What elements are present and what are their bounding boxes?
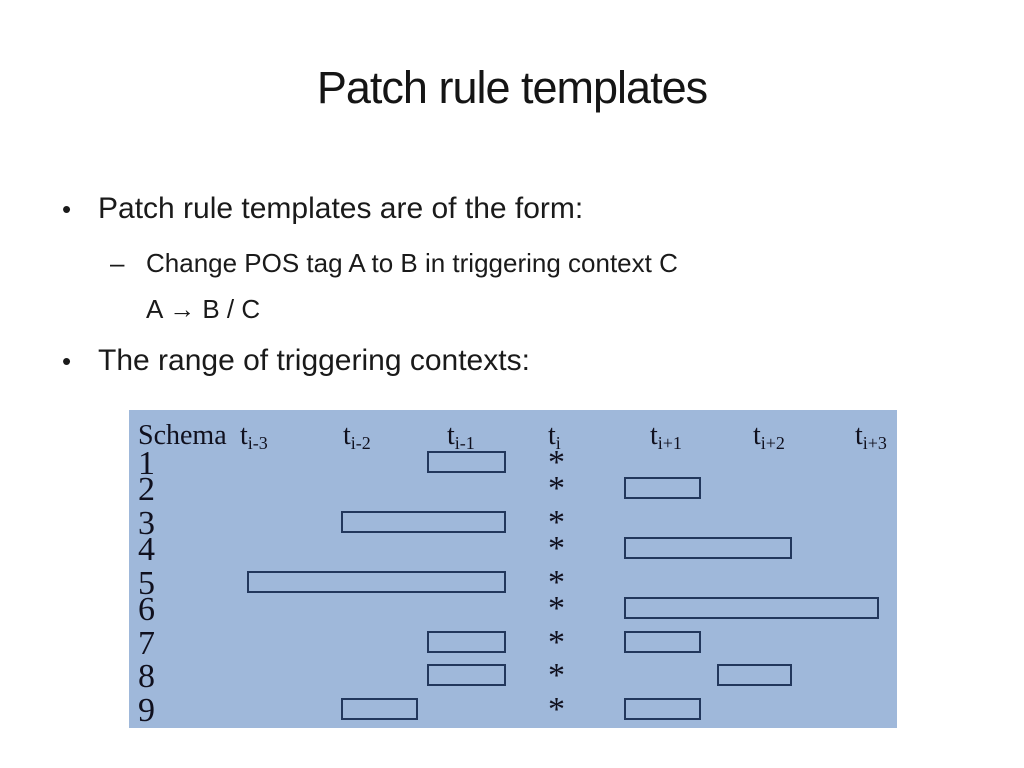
time-column-header: ti+3	[855, 420, 887, 454]
context-box	[717, 664, 792, 686]
schema-row-number: 2	[138, 471, 155, 508]
column-header-base: t	[753, 420, 761, 451]
context-box	[341, 511, 506, 533]
time-column-header: ti	[548, 420, 561, 454]
target-asterisk: *	[548, 564, 565, 601]
column-header-base: t	[548, 420, 556, 451]
bullet-text: Patch rule templates are of the form:	[98, 192, 584, 225]
target-asterisk: *	[548, 691, 565, 728]
column-header-subscript: i+2	[760, 433, 785, 454]
bullet-dash: –	[110, 248, 125, 278]
schema-row-number: 8	[138, 658, 155, 695]
schema-row-number: 7	[138, 625, 155, 662]
target-asterisk: *	[548, 504, 565, 541]
column-header-subscript: i-2	[350, 433, 371, 454]
context-box	[624, 477, 701, 499]
column-header-subscript: i	[555, 433, 561, 454]
time-column-header: ti+1	[650, 420, 682, 454]
column-header-base: t	[343, 420, 351, 451]
schema-row-number: 1	[138, 445, 155, 482]
column-header-subscript: i+1	[657, 433, 682, 454]
page-title: Patch rule templates	[316, 62, 708, 113]
target-asterisk: *	[548, 470, 565, 507]
column-header-subscript: i-1	[454, 433, 475, 454]
context-box	[624, 631, 701, 653]
column-header-base: t	[240, 420, 248, 451]
context-box	[427, 631, 506, 653]
formula-text: A → B / C	[146, 294, 261, 324]
column-header-base: Schema	[138, 420, 227, 451]
target-asterisk: *	[548, 657, 565, 694]
column-header-subscript: i+3	[862, 433, 887, 454]
column-header-base: t	[855, 420, 863, 451]
column-header-base: t	[447, 420, 455, 451]
time-column-header: ti-3	[240, 420, 268, 454]
context-box	[624, 537, 792, 559]
sub-bullet-text: Change POS tag A to B in triggering cont…	[146, 248, 678, 278]
schema-row-number: 6	[138, 591, 155, 628]
context-box	[341, 698, 418, 720]
column-header-subscript: i-3	[247, 433, 268, 454]
column-header-base: t	[650, 420, 658, 451]
time-column-header: ti-2	[343, 420, 371, 454]
target-asterisk: *	[548, 590, 565, 627]
context-box	[427, 451, 506, 473]
target-asterisk: *	[548, 530, 565, 567]
context-box	[427, 664, 506, 686]
context-box	[624, 698, 701, 720]
target-asterisk: *	[548, 444, 565, 481]
time-column-header: ti+2	[753, 420, 785, 454]
schema-row-number: 5	[138, 565, 155, 602]
bullet-dot: •	[62, 194, 72, 224]
target-asterisk: *	[548, 624, 565, 661]
bullet-dot: •	[62, 346, 72, 376]
schema-row-number: 3	[138, 505, 155, 542]
schema-row-number: 9	[138, 692, 155, 729]
time-column-header: ti-1	[447, 420, 475, 454]
schema-column-header: Schema	[138, 422, 227, 450]
context-box	[624, 597, 879, 619]
schema-row-number: 4	[138, 531, 155, 568]
context-box	[247, 571, 506, 593]
bullet-text: The range of triggering contexts:	[98, 344, 530, 377]
